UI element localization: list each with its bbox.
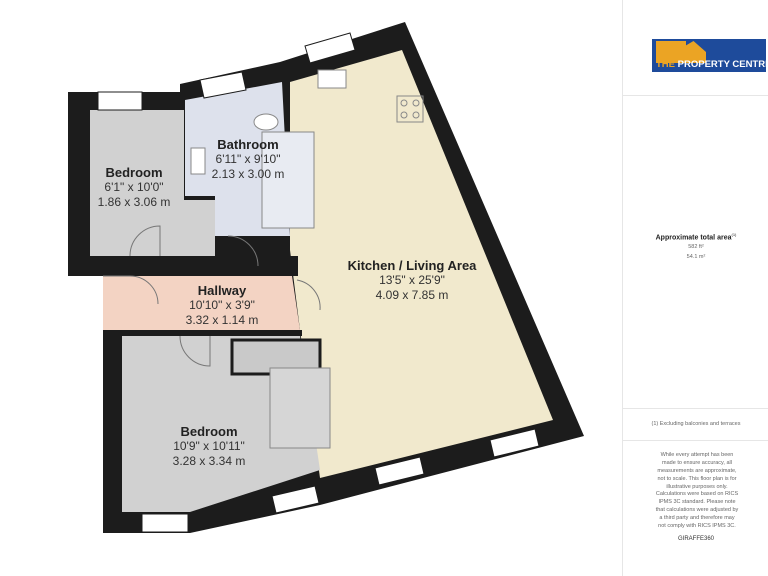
room-metric: 3.32 x 1.14 m	[185, 313, 259, 327]
label-bathroom: Bathroom 6'11" x 9'10" 2.13 x 3.00 m	[212, 137, 285, 182]
door-swings	[103, 225, 321, 367]
room-name: Bedroom	[180, 424, 238, 439]
calc-note: Calculations were based on RICS IPMS 3C …	[655, 491, 739, 529]
room-metric: 2.13 x 3.00 m	[211, 167, 285, 181]
disclaimer: While every attempt has been made to ens…	[657, 452, 737, 490]
area-m: 54.1 m²	[686, 254, 706, 260]
windows	[97, 32, 540, 533]
room-imperial: 10'10" x 3'9"	[189, 298, 255, 312]
room-name: Bathroom	[217, 137, 279, 152]
label-hallway: Hallway 10'10" x 3'9" 3.32 x 1.14 m	[186, 283, 259, 328]
room-metric: 3.28 x 3.34 m	[172, 454, 246, 468]
room-bedroom-1	[90, 110, 215, 256]
basin	[190, 147, 206, 175]
room-imperial: 6'1" x 10'0"	[104, 180, 164, 194]
room-name: Kitchen / Living Area	[347, 258, 477, 273]
room-imperial: 6'11" x 9'10"	[215, 152, 281, 166]
room-imperial: 13'5" x 25'9"	[379, 273, 445, 287]
brand-giraffe360: GIRAFFE360	[677, 536, 714, 542]
wall-hall-bottom	[122, 330, 302, 336]
divider	[623, 440, 768, 441]
label-bedroom-1: Bedroom 6'1" x 10'0" 1.86 x 3.06 m	[98, 165, 171, 210]
footnote: (1) Excluding balconies and terraces	[651, 421, 741, 427]
room-name: Bedroom	[105, 165, 163, 180]
hob	[396, 95, 424, 123]
room-metric: 1.86 x 3.06 m	[97, 195, 171, 209]
company-logo: THE PROPERTY CENTRE	[652, 39, 768, 72]
label-kitchen: Kitchen / Living Area 13'5" x 25'9" 4.09…	[348, 258, 477, 303]
divider	[623, 95, 768, 96]
logo-text: PROPERTY CENTRE	[677, 59, 768, 70]
area-note-mark: (1)	[731, 232, 737, 237]
roof-icon	[656, 41, 706, 63]
room-kitchen	[290, 50, 553, 478]
room-name: Hallway	[197, 283, 247, 298]
floor-plan	[68, 22, 584, 533]
sink	[317, 69, 347, 89]
divider	[623, 408, 768, 409]
toilet	[253, 113, 279, 131]
info-panel: Approximate total area(1) 582 ft² 54.1 m…	[622, 0, 768, 576]
bathtub	[261, 131, 315, 229]
area-title: Approximate total area(1)	[655, 232, 737, 242]
label-bedroom-2: Bedroom 10'9" x 10'11" 3.28 x 3.34 m	[173, 424, 246, 469]
wardrobe	[269, 367, 331, 449]
room-hallway	[103, 276, 300, 330]
area-ft: 582 ft²	[688, 244, 704, 250]
logo-the: THE	[656, 59, 675, 70]
room-imperial: 10'9" x 10'11"	[173, 439, 245, 453]
room-metric: 4.09 x 7.85 m	[375, 288, 449, 302]
wall-hall-top	[103, 256, 298, 276]
